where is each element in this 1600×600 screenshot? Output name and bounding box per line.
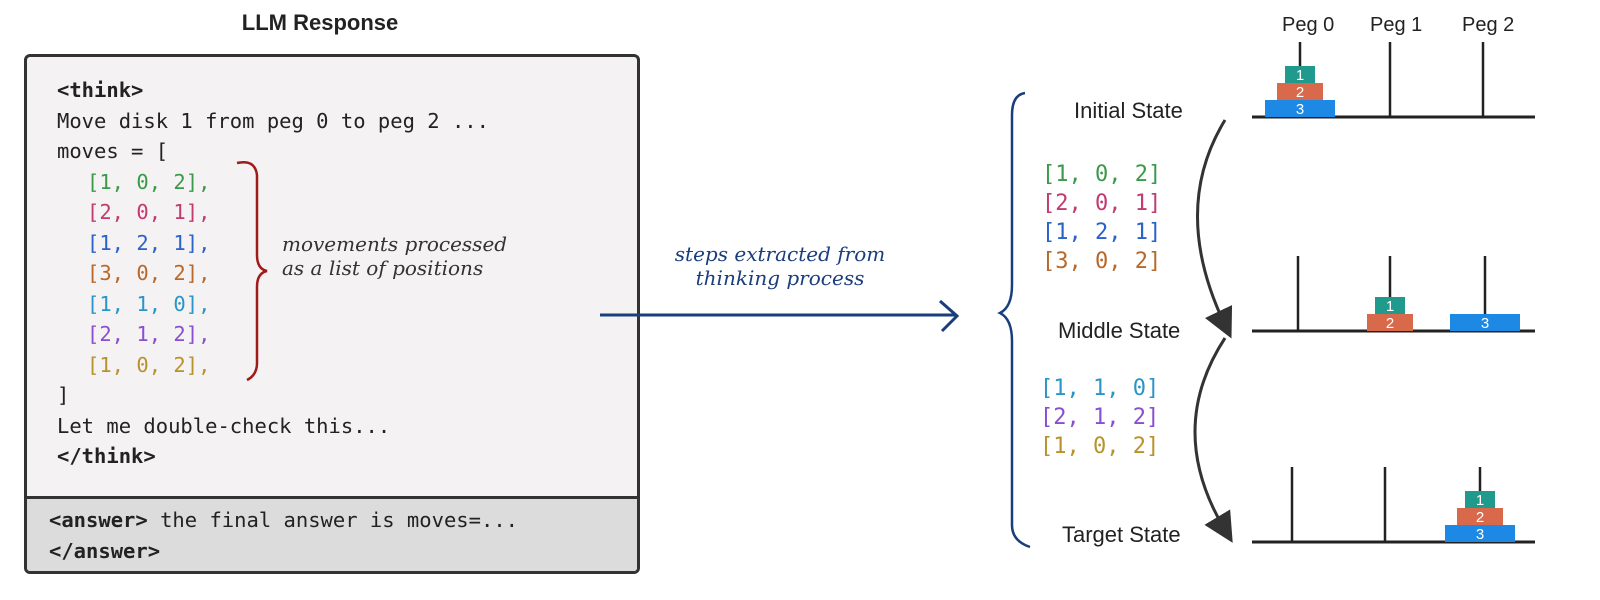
disk-label: 3: [1476, 526, 1484, 543]
moves-open: moves = [: [57, 139, 169, 163]
answer-open-tag: <answer>: [49, 508, 148, 532]
arrow-annotation-line2: thinking process: [695, 266, 865, 290]
peg-label-2: Peg 2: [1462, 14, 1515, 36]
disk-2: [1457, 508, 1503, 525]
step-item: [2, 1, 2]: [1040, 405, 1160, 430]
movements-annotation-line2: as a list of positions: [282, 256, 484, 280]
state-label-middle: Middle State: [1058, 318, 1181, 343]
answer-block: <answer> the final answer is moves=... <…: [27, 496, 637, 571]
intro-line: Move disk 1 from peg 0 to peg 2 ...: [57, 108, 489, 133]
blue-brace-icon: [997, 91, 1031, 549]
move-item: [1, 0, 2],: [87, 169, 211, 194]
disk-label: 1: [1296, 67, 1304, 84]
step-item: [1, 2, 1]: [1042, 220, 1162, 245]
disk-1: [1465, 491, 1495, 508]
disk-1: [1285, 66, 1315, 83]
move-item: [2, 0, 1],: [87, 200, 211, 224]
step-item: [2, 0, 1]: [1042, 191, 1162, 216]
move-item: [1, 1, 0],: [87, 291, 211, 316]
check-line: Let me double-check this...: [57, 413, 391, 438]
move-item: [1, 0, 2],: [87, 352, 211, 377]
peg-label-0: Peg 0: [1282, 14, 1335, 36]
think-close-tag: </think>: [57, 444, 156, 468]
arrow-annotation: steps extracted from thinking process: [650, 242, 910, 290]
answer-text: the final answer is moves=...: [147, 508, 519, 532]
step-group-1: [1, 0, 2] [2, 0, 1] [1, 2, 1] [3, 0, 2]: [1042, 160, 1161, 276]
state-label-target: Target State: [1062, 522, 1181, 547]
disk-label: 2: [1476, 509, 1484, 526]
disk-label: 3: [1296, 101, 1304, 118]
peg-label-1: Peg 1: [1370, 14, 1423, 36]
disk-3: [1265, 100, 1335, 117]
moves-list: [1, 0, 2], [2, 0, 1], [1, 2, 1], [3, 0, 2],…: [57, 167, 489, 381]
move-item: [3, 0, 2],: [87, 261, 211, 285]
disk-label: 2: [1296, 84, 1304, 101]
llm-response-title: LLM Response: [241, 10, 399, 35]
disk-3: [1450, 314, 1520, 331]
answer-close-tag: </answer>: [49, 538, 161, 563]
state-label-initial: Initial State: [1074, 98, 1183, 123]
disk-label: 1: [1476, 492, 1484, 509]
move-item: [1, 2, 1],: [87, 230, 211, 255]
llm-response-panel: <think> Move disk 1 from peg 0 to peg 2 …: [24, 54, 640, 574]
extraction-arrow-icon: [600, 299, 960, 333]
disk-label: 3: [1481, 315, 1489, 332]
arrow-initial-to-middle-icon: [1196, 119, 1233, 339]
transition-arrows: [1193, 119, 1233, 543]
movements-annotation-line1: movements processed: [282, 232, 508, 256]
disk-3: [1445, 525, 1515, 542]
disk-label: 1: [1386, 298, 1394, 315]
move-item: [2, 1, 2],: [87, 322, 211, 346]
step-item: [1, 0, 2]: [1040, 434, 1160, 459]
arrow-annotation-line1: steps extracted from: [674, 242, 886, 266]
disk-2: [1367, 314, 1413, 331]
movements-annotation: movements processed as a list of positio…: [282, 232, 507, 280]
step-group-2: [1, 1, 0] [2, 1, 2] [1, 0, 2]: [1040, 374, 1159, 461]
disk-label: 2: [1386, 315, 1394, 332]
disk-2: [1277, 83, 1323, 100]
think-open-tag: <think>: [57, 78, 144, 102]
step-item: [1, 0, 2]: [1042, 162, 1162, 187]
arrow-middle-to-target-icon: [1193, 337, 1233, 543]
step-item: [3, 0, 2]: [1042, 249, 1162, 274]
moves-close: ]: [57, 383, 70, 407]
red-brace-icon: [236, 161, 268, 382]
disk-1: [1375, 297, 1405, 314]
think-block: <think> Move disk 1 from peg 0 to peg 2 …: [57, 75, 489, 472]
step-item: [1, 1, 0]: [1040, 376, 1160, 401]
